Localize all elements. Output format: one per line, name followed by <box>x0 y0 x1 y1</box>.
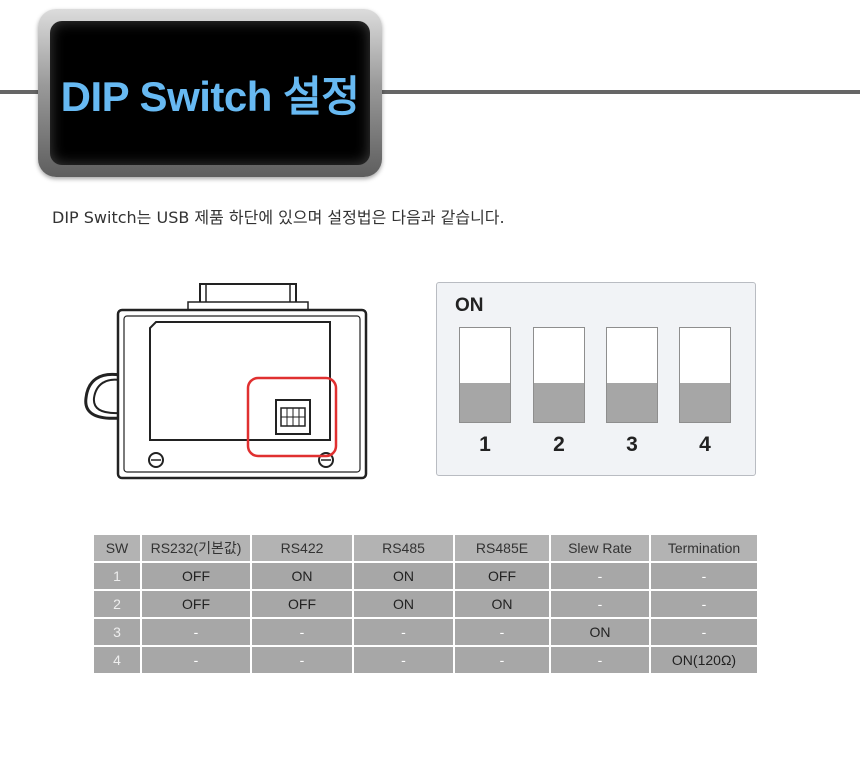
table-cell: ON <box>455 591 549 617</box>
table-cell: ON <box>354 591 453 617</box>
col-header-rs485: RS485 <box>354 535 453 561</box>
page-title: DIP Switch 설정 <box>60 72 360 120</box>
header-rule-left <box>0 90 50 94</box>
table-cell: 2 <box>94 591 140 617</box>
dip-switch-number: 1 <box>479 433 491 456</box>
table-cell: - <box>651 619 757 645</box>
table-cell: - <box>551 563 649 589</box>
col-header-slew-rate: Slew Rate <box>551 535 649 561</box>
title-badge: DIP Switch 설정 <box>38 9 382 177</box>
table-cell: OFF <box>142 591 250 617</box>
table-cell: - <box>455 647 549 673</box>
table-cell: - <box>252 647 352 673</box>
table-row: 4 - - - - - ON(120Ω) <box>94 647 757 673</box>
dip-settings-table: SW RS232(기본값) RS422 RS485 RS485E Slew Ra… <box>92 533 759 675</box>
col-header-rs232: RS232(기본값) <box>142 535 250 561</box>
dip-switch-diagram: ON 1 2 3 4 <box>436 282 756 476</box>
table-cell: - <box>455 619 549 645</box>
table-cell: - <box>354 647 453 673</box>
table-cell: - <box>651 591 757 617</box>
dip-switch-1 <box>459 327 511 423</box>
dip-switch-2 <box>533 327 585 423</box>
dip-switch-knob <box>607 383 657 422</box>
dip-switch-knob <box>534 383 584 422</box>
table-cell: 3 <box>94 619 140 645</box>
table-cell: - <box>651 563 757 589</box>
table-row: 2 OFF OFF ON ON - - <box>94 591 757 617</box>
dip-switch-4 <box>679 327 731 423</box>
table-row: 3 - - - - ON - <box>94 619 757 645</box>
usb-device-illustration <box>84 283 368 480</box>
table-cell: ON(120Ω) <box>651 647 757 673</box>
col-header-sw: SW <box>94 535 140 561</box>
col-header-rs485e: RS485E <box>455 535 549 561</box>
table-cell: ON <box>252 563 352 589</box>
table-cell: OFF <box>142 563 250 589</box>
table-cell: ON <box>354 563 453 589</box>
table-cell: - <box>142 619 250 645</box>
description-text: DIP Switch는 USB 제품 하단에 있으며 설정법은 다음과 같습니다… <box>52 208 505 227</box>
table-cell: - <box>142 647 250 673</box>
table-cell: OFF <box>455 563 549 589</box>
header-rule-right <box>378 90 860 94</box>
table-row: 1 OFF ON ON OFF - - <box>94 563 757 589</box>
dip-switch-number: 3 <box>626 433 638 456</box>
on-label: ON <box>455 295 484 316</box>
title-badge-screen: DIP Switch 설정 <box>50 21 370 165</box>
dip-switch-number: 4 <box>699 433 711 456</box>
dip-switch-knob <box>680 383 730 422</box>
table-header-row: SW RS232(기본값) RS422 RS485 RS485E Slew Ra… <box>94 535 757 561</box>
dip-switch-3 <box>606 327 658 423</box>
table-cell: - <box>551 647 649 673</box>
table-cell: - <box>252 619 352 645</box>
table-cell: - <box>551 591 649 617</box>
col-header-termination: Termination <box>651 535 757 561</box>
dip-switch-number: 2 <box>553 433 565 456</box>
dip-switch-knob <box>460 383 510 422</box>
table-cell: OFF <box>252 591 352 617</box>
col-header-rs422: RS422 <box>252 535 352 561</box>
table-cell: ON <box>551 619 649 645</box>
table-cell: 1 <box>94 563 140 589</box>
table-cell: 4 <box>94 647 140 673</box>
table-cell: - <box>354 619 453 645</box>
